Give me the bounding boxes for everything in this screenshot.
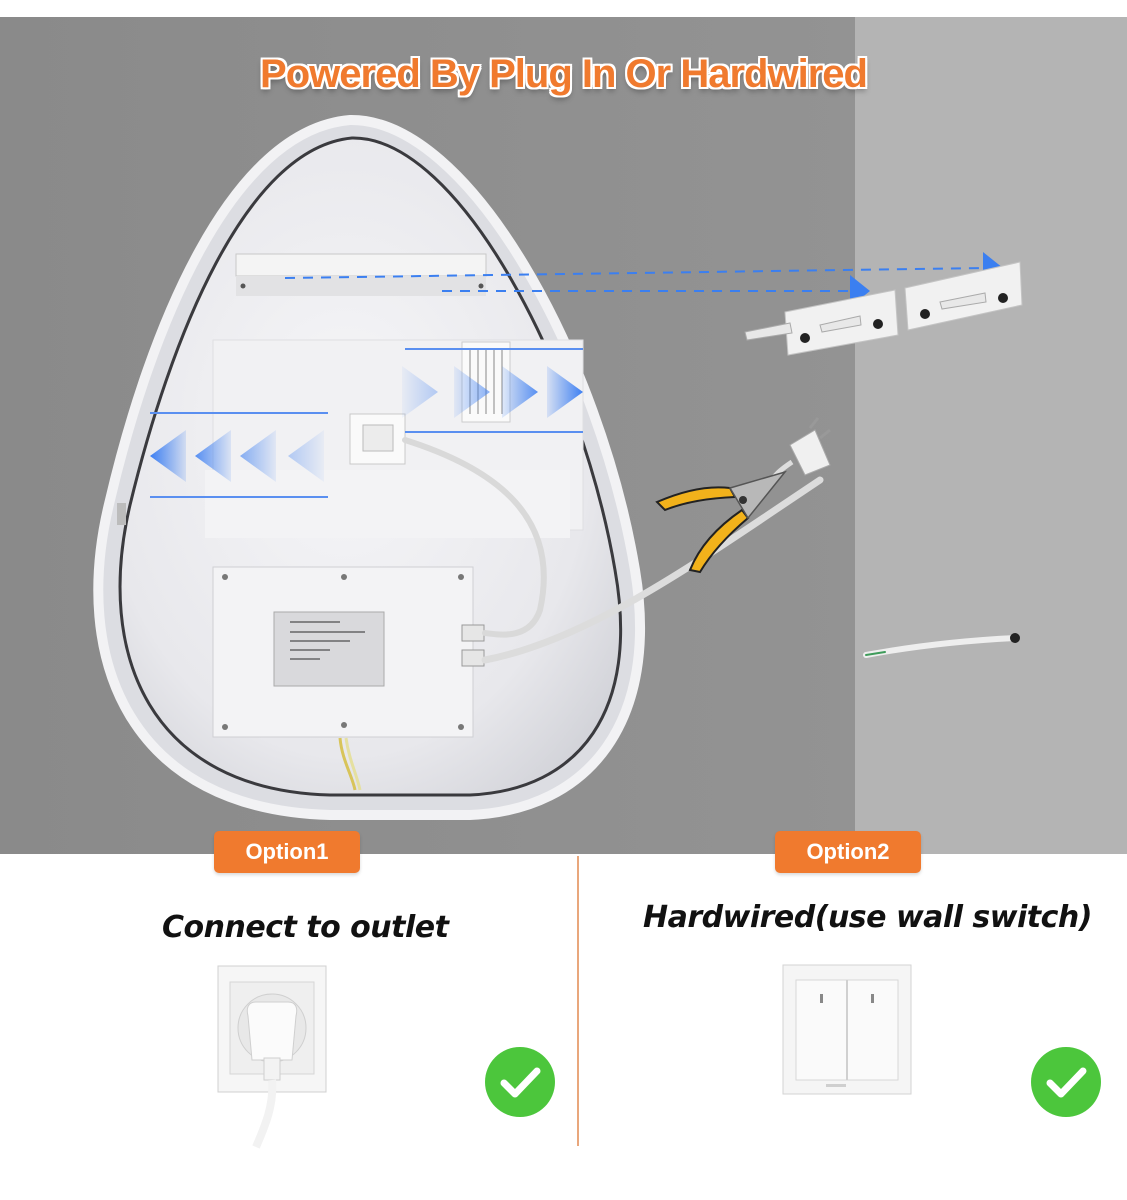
outlet-icon: [217, 965, 327, 1149]
wall-right: [855, 17, 1127, 854]
power-box: [212, 566, 485, 791]
option2-badge: Option2: [775, 831, 921, 873]
option1-caption: Connect to outlet: [162, 910, 449, 945]
option1-check-icon: [485, 1047, 555, 1117]
power-cables: [402, 437, 1020, 664]
installation-illustration: [0, 17, 1127, 854]
option1-badge: Option1: [214, 831, 360, 873]
mirror-side-sensor: [117, 503, 126, 525]
option2-caption: Hardwired(use wall switch): [643, 900, 1092, 935]
bracket-guide-lines: [284, 267, 986, 292]
arrow-icon: [402, 366, 583, 418]
wall-brackets: [744, 261, 1023, 356]
arrow-icon: [150, 430, 324, 482]
options-divider: [577, 856, 579, 1146]
page-title: Powered By Plug In Or Hardwired: [260, 52, 868, 96]
heat-flow-lines-left: [150, 412, 328, 498]
wall-switch-icon: [782, 964, 912, 1095]
defogger-pad: [205, 339, 584, 538]
heat-flow-lines-right: [405, 348, 583, 433]
option2-check-icon: [1031, 1047, 1101, 1117]
pliers-icon: [655, 470, 788, 574]
